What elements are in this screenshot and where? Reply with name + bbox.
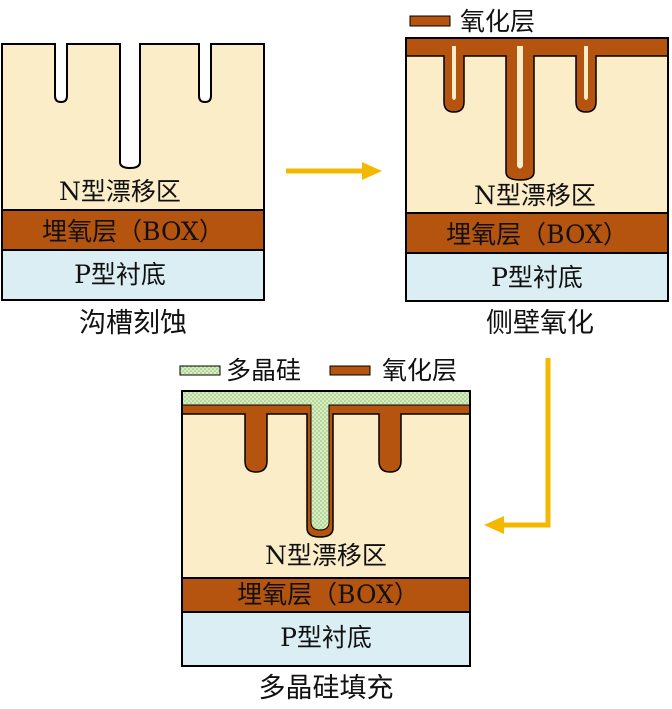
drift-label: N型漂移区 [474,181,596,210]
drift-label: N型漂移区 [265,541,387,570]
step-caption: 多晶硅填充 [259,673,394,704]
trench-void [517,46,523,169]
step-caption: 侧壁氧化 [486,308,594,339]
substrate-layer [1,249,265,301]
trench-void [452,46,456,100]
oxide-swatch [329,365,371,376]
substrate-label: P型衬底 [280,623,372,652]
substrate-label: P型衬底 [491,263,583,292]
oxide-swatch [409,15,451,27]
box-layer [1,209,265,251]
arrow-down-left-icon [484,358,551,534]
box-layer [405,212,669,254]
oxide-layer [405,37,669,181]
drift-region [1,43,265,211]
substrate-layer [405,252,669,302]
box-label: 埋氧层（BOX） [42,217,224,246]
legend-oxide-label: 氧化层 [460,7,535,36]
box-label: 埋氧层（BOX） [237,580,419,609]
step-caption: 沟槽刻蚀 [79,308,187,339]
legend-oxide-top: 氧化层 [409,7,535,36]
step-sidewall-oxidation: N型漂移区 埋氧层（BOX） P型衬底 侧壁氧化 [405,37,669,339]
legend-bottom: 多晶硅 氧化层 [179,356,457,385]
drift-label: N型漂移区 [59,177,181,206]
step-trench-etch: N型漂移区 埋氧层（BOX） P型衬底 沟槽刻蚀 [1,43,265,339]
substrate-layer [181,611,471,667]
poly-swatch [179,365,221,376]
trench-void [584,46,588,100]
poly-layer [181,390,471,531]
legend-poly-label: 多晶硅 [226,356,301,385]
step-poly-fill: N型漂移区 埋氧层（BOX） P型衬底 多晶硅填充 [181,390,471,704]
substrate-label: P型衬底 [74,260,166,289]
arrow-right-icon [286,162,382,180]
box-label: 埋氧层（BOX） [446,220,628,249]
legend-oxide-label: 氧化层 [382,356,457,385]
